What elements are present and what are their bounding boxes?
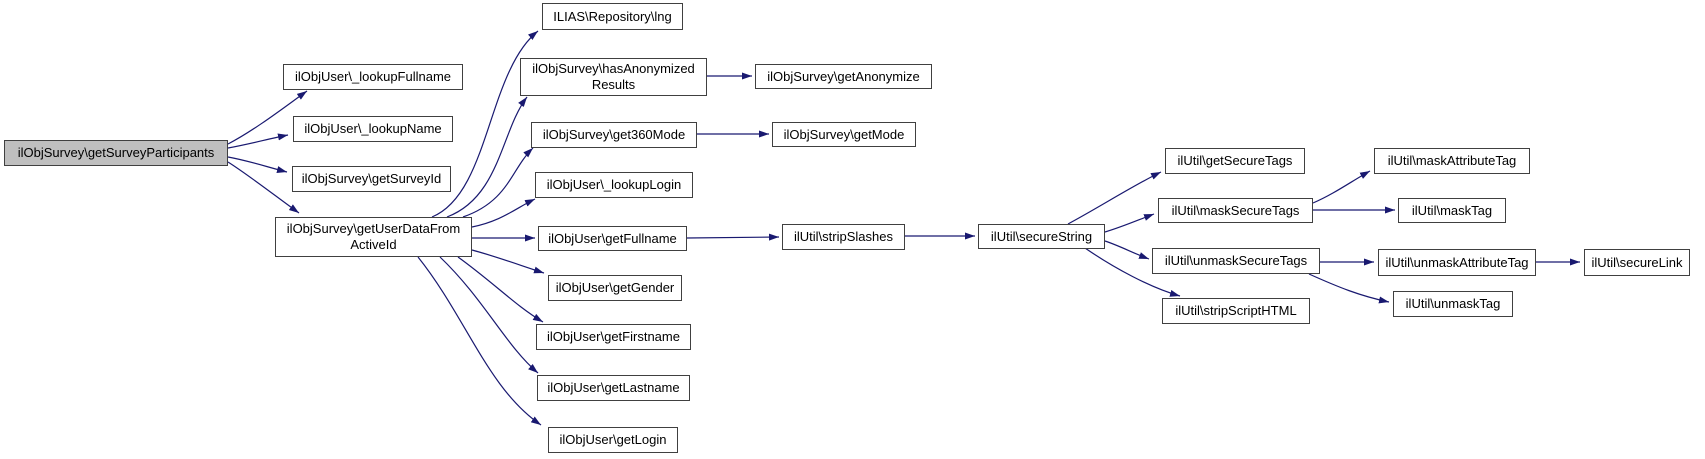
node-hasAnonymizedResults[interactable]: ilObjSurvey\hasAnonymized Results bbox=[520, 58, 707, 96]
edge-getSurveyParticipants-to-lookupName bbox=[227, 133, 289, 149]
node-getSurveyId[interactable]: ilObjSurvey\getSurveyId bbox=[292, 166, 451, 192]
node-stripScriptHTML[interactable]: ilUtil\stripScriptHTML bbox=[1162, 298, 1310, 324]
node-stripSlashes[interactable]: ilUtil\stripSlashes bbox=[782, 224, 905, 250]
node-getAnonymize[interactable]: ilObjSurvey\getAnonymize bbox=[755, 64, 932, 89]
node-getSurveyParticipants: ilObjSurvey\getSurveyParticipants bbox=[4, 140, 228, 166]
edge-getUserDataFromActiveId-to-getLastname bbox=[439, 256, 539, 374]
edge-getUserDataFromActiveId-to-getFirstname bbox=[457, 256, 544, 323]
node-unmaskTag[interactable]: ilUtil\unmaskTag bbox=[1393, 291, 1513, 317]
node-secureString[interactable]: ilUtil\secureString bbox=[978, 224, 1105, 249]
edge-getUserDataFromActiveId-to-get360Mode bbox=[462, 147, 534, 218]
node-unmaskAttributeTag[interactable]: ilUtil\unmaskAttributeTag bbox=[1378, 249, 1536, 276]
node-secureLink[interactable]: ilUtil\secureLink bbox=[1584, 249, 1690, 276]
node-lng[interactable]: ILIAS\Repository\lng bbox=[542, 3, 683, 30]
node-get360Mode[interactable]: ilObjSurvey\get360Mode bbox=[531, 122, 697, 148]
node-maskAttributeTag[interactable]: ilUtil\maskAttributeTag bbox=[1374, 148, 1530, 174]
node-getMode[interactable]: ilObjSurvey\getMode bbox=[772, 122, 916, 147]
edge-getFullname-to-stripSlashes bbox=[686, 233, 780, 241]
node-getFullname[interactable]: ilObjUser\getFullname bbox=[538, 226, 687, 251]
node-getLastname[interactable]: ilObjUser\getLastname bbox=[537, 375, 690, 401]
node-maskSecureTags[interactable]: ilUtil\maskSecureTags bbox=[1158, 198, 1313, 223]
node-maskTag[interactable]: ilUtil\maskTag bbox=[1398, 198, 1506, 223]
edge-secureString-to-getSecureTags bbox=[1067, 171, 1162, 225]
edge-secureString-to-unmaskSecureTags bbox=[1104, 240, 1150, 260]
node-lookupLogin[interactable]: ilObjUser\_lookupLogin bbox=[535, 172, 693, 198]
node-unmaskSecureTags[interactable]: ilUtil\unmaskSecureTags bbox=[1152, 248, 1320, 274]
edge-getUserDataFromActiveId-to-getLogin bbox=[417, 256, 542, 426]
edge-getUserDataFromActiveId-to-lookupLogin bbox=[471, 198, 536, 228]
node-getSecureTags[interactable]: ilUtil\getSecureTags bbox=[1165, 148, 1305, 174]
node-lookupName[interactable]: ilObjUser\_lookupName bbox=[293, 116, 453, 142]
edge-unmaskSecureTags-to-unmaskTag bbox=[1308, 273, 1390, 304]
edge-maskSecureTags-to-maskAttributeTag bbox=[1312, 170, 1371, 204]
edge-getUserDataFromActiveId-to-hasAnonymizedResults bbox=[446, 96, 528, 218]
node-lookupFullname[interactable]: ilObjUser\_lookupFullname bbox=[283, 64, 463, 90]
edge-getSurveyParticipants-to-getUserDataFromActiveId bbox=[227, 161, 300, 214]
edge-getSurveyParticipants-to-getSurveyId bbox=[227, 156, 288, 173]
edge-getUserDataFromActiveId-to-getGender bbox=[471, 249, 545, 274]
edge-secureString-to-maskSecureTags bbox=[1104, 213, 1155, 233]
node-getUserDataFromActiveId[interactable]: ilObjSurvey\getUserDataFrom ActiveId bbox=[275, 217, 472, 257]
node-getFirstname[interactable]: ilObjUser\getFirstname bbox=[536, 324, 691, 350]
node-getLogin[interactable]: ilObjUser\getLogin bbox=[548, 427, 678, 453]
node-getGender[interactable]: ilObjUser\getGender bbox=[548, 275, 682, 301]
